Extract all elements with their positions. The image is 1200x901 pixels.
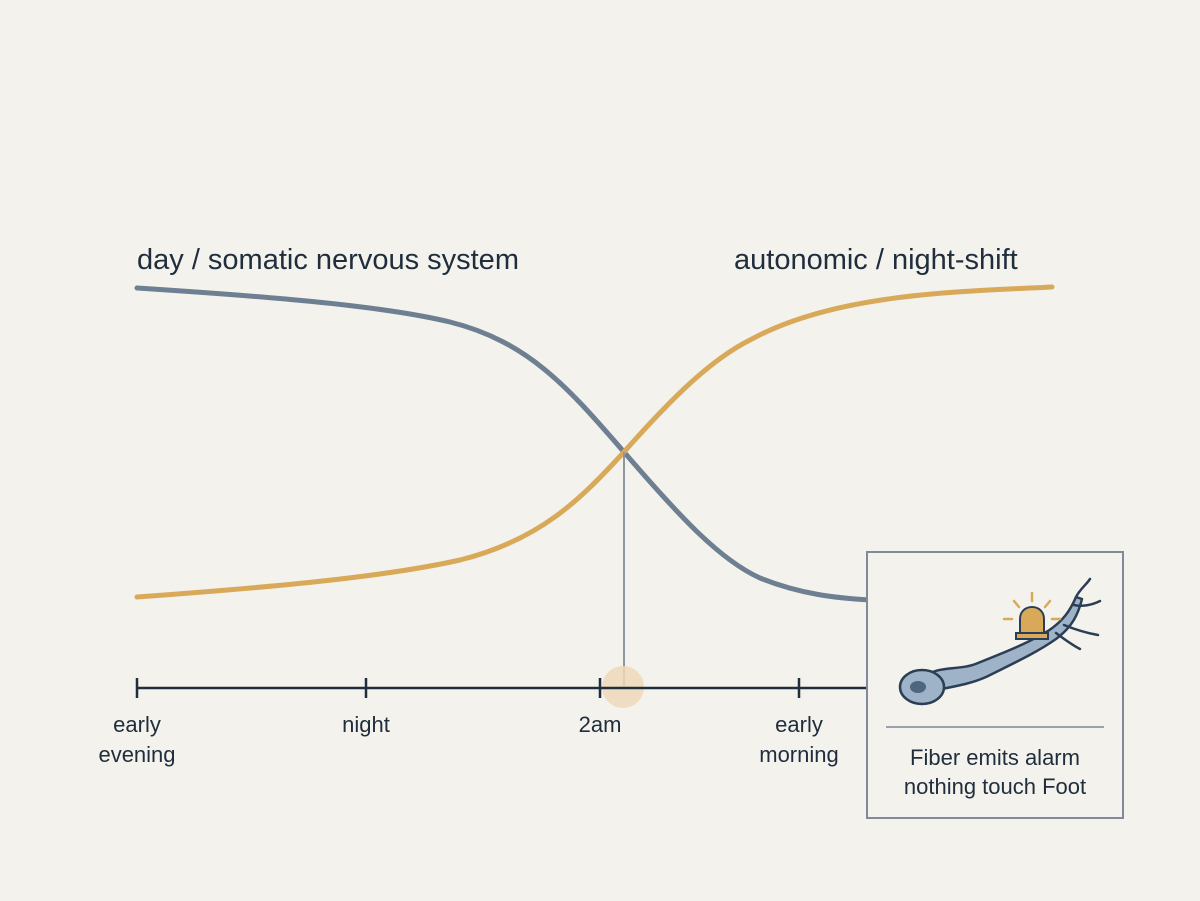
tick-label-early-morning: early morning bbox=[759, 712, 839, 767]
callout-caption: Fiber emits alarm nothing touch Foot bbox=[903, 745, 1087, 799]
callout-divider bbox=[886, 726, 1104, 728]
somatic-curve bbox=[134, 285, 873, 603]
callout-illustration bbox=[898, 577, 1102, 706]
right-curve-label: autonomic / night-shift bbox=[734, 244, 1018, 276]
left-curve-label: day / somatic nervous system bbox=[137, 244, 519, 276]
neuron-icon bbox=[898, 577, 1102, 706]
alarm-light-icon bbox=[1002, 591, 1062, 640]
callout-box: Fiber emits alarm nothing touch Foot bbox=[866, 551, 1124, 819]
tick-label-early-evening: early evening bbox=[98, 712, 176, 767]
tick-label-2am: 2am bbox=[578, 712, 622, 737]
tick-label-night: night bbox=[342, 712, 390, 737]
